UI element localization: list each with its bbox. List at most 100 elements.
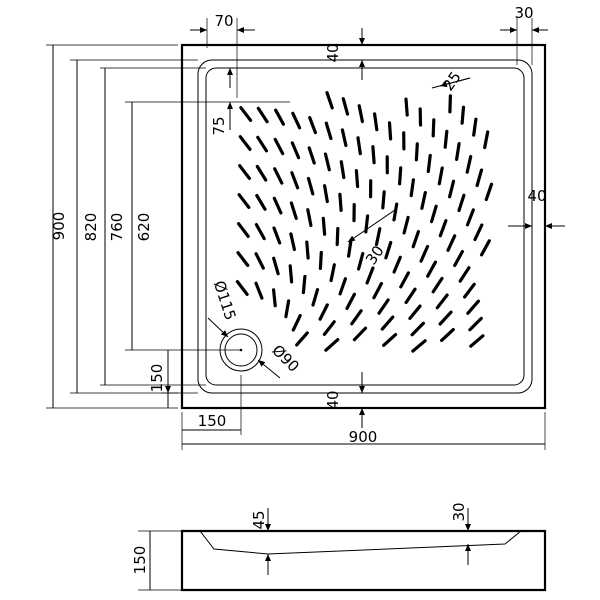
- hatch-dash: [340, 128, 348, 148]
- hatch-dash: [356, 136, 362, 156]
- hatch-dash: [272, 196, 283, 215]
- hatch-dash: [236, 251, 250, 267]
- hatch-dash: [460, 105, 466, 125]
- hatch-dash: [291, 314, 302, 332]
- hatch-dash: [325, 91, 334, 110]
- dim-30-top: 30: [514, 4, 533, 22]
- dim-75: 75: [210, 116, 228, 135]
- hatch-dash: [426, 260, 437, 278]
- hatch-dash: [384, 240, 393, 260]
- hatch-dash: [420, 191, 427, 210]
- hatch-dash: [273, 167, 284, 185]
- drain-dimensions: [207, 317, 281, 379]
- dim-70: 70: [214, 12, 233, 30]
- hatch-dash: [339, 160, 346, 180]
- hatch-dash: [480, 239, 491, 257]
- hatch-dash: [465, 154, 473, 174]
- hatch-dash: [338, 277, 347, 296]
- hatch-dash: [238, 135, 252, 151]
- hatch-dash: [237, 222, 250, 238]
- hatch-dash: [365, 266, 375, 285]
- section-profile: [180, 529, 547, 592]
- dim-620: 620: [135, 213, 153, 242]
- top-dimensions: [190, 27, 548, 130]
- hatch-dash: [237, 193, 251, 209]
- hatch-dash: [483, 130, 490, 150]
- hatch-dash: [357, 251, 365, 271]
- hatch-dash: [235, 280, 249, 296]
- hatch-dash: [392, 255, 402, 274]
- hatch-dash: [438, 219, 448, 238]
- hatch-dash: [380, 315, 395, 331]
- hatch-dash: [318, 250, 323, 270]
- dim-150-horizontal: 150: [198, 412, 227, 430]
- hatch-dash: [440, 328, 455, 342]
- hatch-dash: [431, 118, 436, 138]
- hatch-dash: [371, 145, 376, 165]
- hatch-dash: [484, 182, 494, 202]
- plan-view: 900 820 760 620 150 70 30 40 25 75 40: [46, 4, 565, 450]
- hatch-dash: [465, 208, 475, 227]
- hatch-dash: [290, 141, 301, 160]
- hatch-dash: [466, 299, 480, 315]
- section-basin-line: [199, 530, 522, 555]
- hatch-dash: [408, 304, 422, 320]
- hatch-dash: [457, 193, 466, 213]
- section-view: 45 30 150: [131, 502, 547, 592]
- hatch-dash: [324, 338, 340, 352]
- hatch-dash: [382, 333, 398, 347]
- hatch-dash: [399, 271, 410, 289]
- dim-40-bottom: 40: [324, 390, 342, 409]
- hatch-dash: [468, 316, 483, 332]
- dim-drain-90: Ø90: [268, 341, 303, 376]
- hatch-dash: [455, 142, 461, 161]
- dim-40-right: 40: [527, 187, 546, 205]
- section-dimensions: [138, 508, 471, 591]
- hatch-dash: [473, 223, 484, 242]
- hatch-dash: [305, 240, 310, 260]
- hatch-dash: [431, 276, 444, 294]
- hatch-dash: [256, 106, 269, 124]
- hatch-dash: [272, 256, 280, 276]
- hatch-dash: [372, 282, 383, 300]
- hatch-dash: [469, 334, 485, 348]
- hatch-dash: [295, 331, 309, 347]
- dim-25: 25: [439, 68, 465, 94]
- hatch-dash: [411, 339, 427, 353]
- hatch-dash: [291, 111, 302, 130]
- hatch-dash: [347, 238, 353, 258]
- hatch-dash: [254, 281, 264, 300]
- hatch-dash: [323, 152, 331, 172]
- dim-820: 820: [82, 213, 100, 242]
- hatch-dash: [354, 169, 360, 189]
- dim-40-top: 40: [324, 43, 342, 62]
- hatch-dash: [438, 310, 453, 326]
- hatch-dash: [435, 293, 449, 310]
- hatch-dash: [410, 321, 425, 337]
- hatch-dash: [323, 184, 329, 204]
- hatch-dash: [335, 226, 340, 247]
- hatch-dash: [255, 164, 268, 182]
- hatch-dash: [430, 204, 438, 224]
- hatch-dash: [306, 208, 313, 227]
- left-dimensions: [52, 45, 171, 408]
- section-dim-150: 150: [131, 546, 149, 575]
- hatch-dash: [318, 303, 329, 321]
- hatch-dash: [324, 121, 333, 141]
- dim-900-horizontal: 900: [349, 428, 378, 446]
- tray-outer-edge: [180, 43, 547, 410]
- hatch-dash: [256, 135, 268, 153]
- hatch-dash: [453, 249, 464, 268]
- hatch-dash: [255, 193, 267, 211]
- hatch-dash: [419, 244, 430, 263]
- hatch-dash: [338, 192, 343, 212]
- hatch-dash: [387, 121, 393, 141]
- hatch-dash: [239, 106, 253, 123]
- hatch-dash: [238, 164, 251, 180]
- section-dim-45: 45: [250, 510, 268, 529]
- hatch-dash: [289, 201, 298, 220]
- hatch-dash: [350, 309, 363, 326]
- hatch-dash: [308, 115, 317, 135]
- hatch-dash: [254, 223, 266, 241]
- bottom-dimensions: [182, 372, 545, 445]
